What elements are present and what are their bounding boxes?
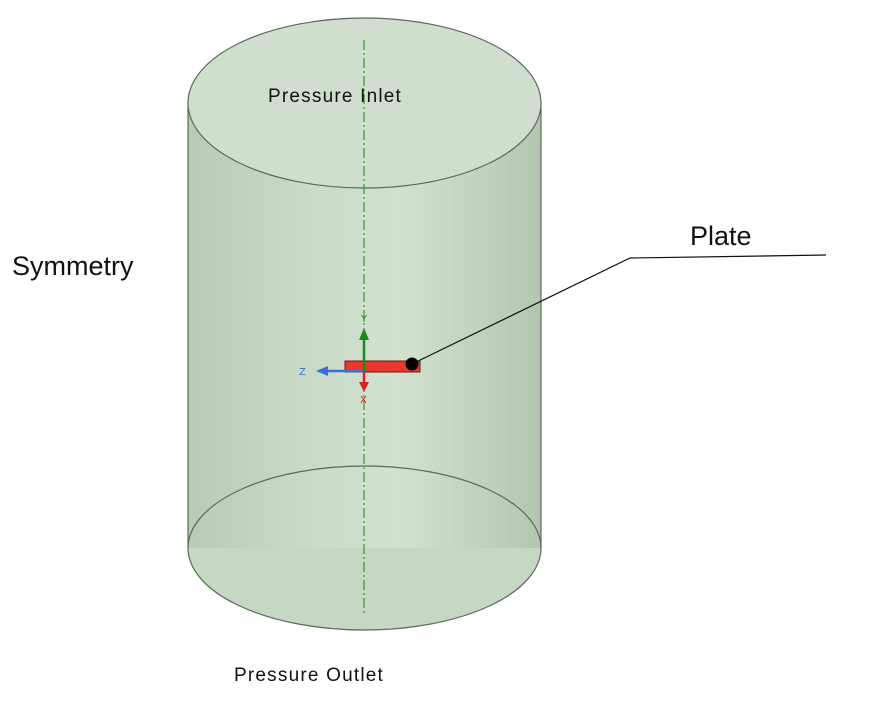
x-axis-label: X <box>360 395 367 406</box>
y-axis-label: Y <box>360 314 368 325</box>
z-axis-arrowhead <box>316 366 328 376</box>
x-axis-arrowhead <box>359 382 369 392</box>
pressure-outlet-label: Pressure Outlet <box>234 665 384 686</box>
pressure-inlet-label: Pressure Inlet <box>268 86 402 107</box>
plate <box>344 360 421 373</box>
y-axis-arrowhead <box>359 328 369 340</box>
symmetry-label: Symmetry <box>12 251 134 281</box>
bottom-face-back <box>187 465 542 549</box>
plate-label: Plate <box>690 221 752 251</box>
plate-leader-line <box>411 254 827 365</box>
z-axis-label: Z <box>299 367 306 378</box>
plate-leader-dot <box>405 357 419 371</box>
coordinate-triad: Y Z X <box>299 314 369 406</box>
